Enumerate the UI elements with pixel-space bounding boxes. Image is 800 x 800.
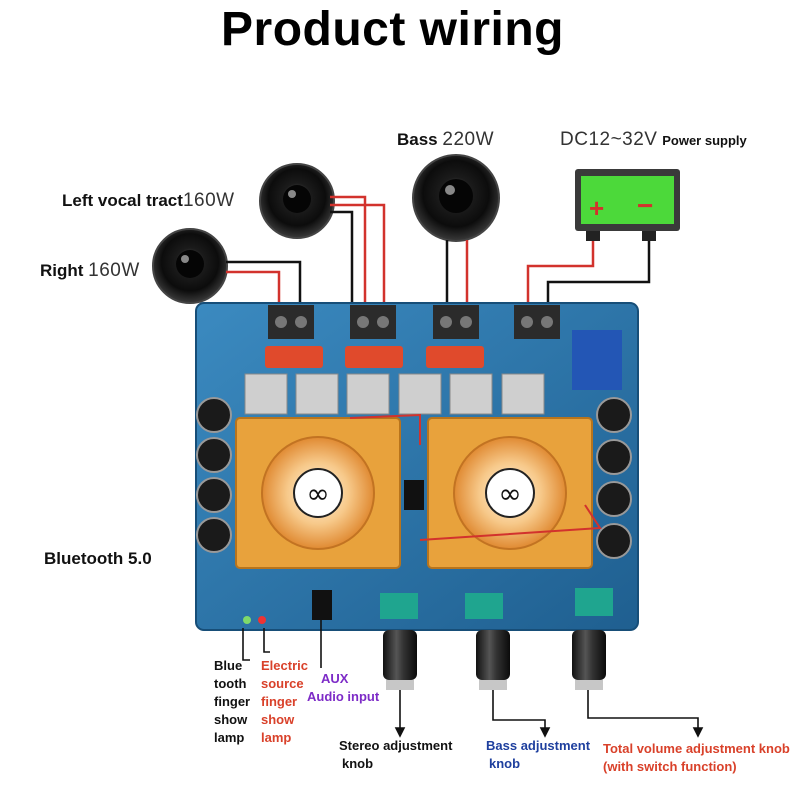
right-channel-label: Right 160W — [40, 260, 140, 281]
speaker-left — [259, 163, 335, 239]
caption-bluetooth-lamp: Blue tooth finger show lamp — [214, 658, 251, 745]
svg-text:∞: ∞ — [306, 477, 329, 510]
bass-knob — [476, 630, 510, 690]
bass-channel-label: Bass 220W — [397, 129, 495, 150]
leader-lines — [242, 620, 704, 738]
caption-aux-input: AUX Audio input — [307, 671, 380, 704]
volume-knob — [572, 630, 606, 690]
page-title: Product wiring — [221, 3, 564, 56]
svg-text:∞: ∞ — [498, 477, 521, 510]
caption-stereo-knob: Stereo adjustment knob — [339, 738, 453, 771]
stereo-knob — [383, 630, 417, 690]
amplifier-board: ∞ ∞ — [195, 302, 639, 631]
left-channel-label: Left vocal tract160W — [62, 190, 235, 211]
bluetooth-label: Bluetooth 5.0 — [44, 549, 152, 568]
speaker-right — [152, 228, 228, 304]
speaker-bass — [412, 154, 500, 242]
caption-volume-knob: Total volume adjustment knob (with switc… — [603, 741, 790, 774]
battery-plus: + — [589, 193, 605, 223]
caption-power-lamp: Electric source finger show lamp — [261, 658, 308, 745]
power-supply-label: DC12~32V Power supply — [560, 129, 747, 150]
battery-icon — [575, 169, 680, 241]
battery-minus: − — [637, 190, 654, 221]
speaker-wires — [226, 195, 651, 305]
caption-bass-knob: Bass adjustment knob — [486, 738, 591, 771]
